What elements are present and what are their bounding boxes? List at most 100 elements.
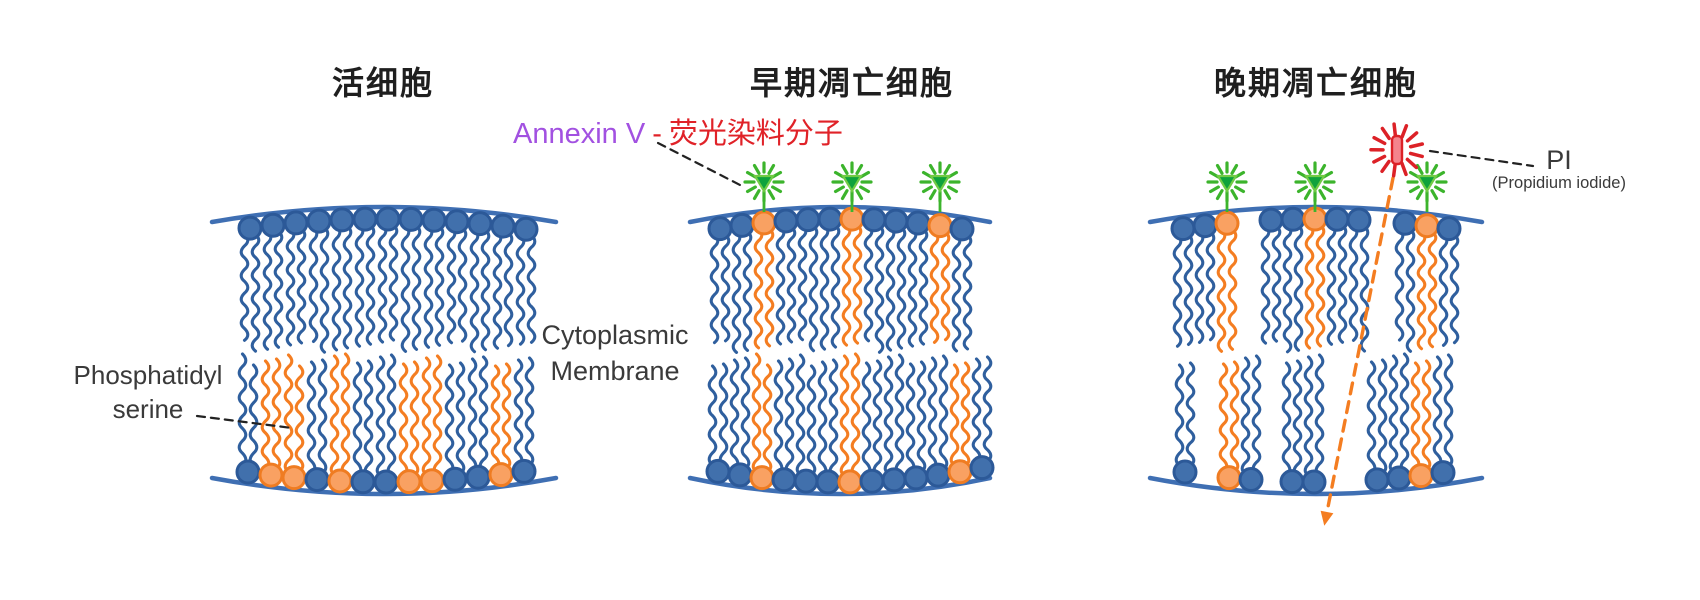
lipid-tail: [841, 223, 852, 347]
phospholipid-head: [1170, 216, 1196, 242]
lipid-tail: [1205, 230, 1216, 342]
phospholipid-head: [306, 208, 332, 234]
lipid-tail: [342, 224, 353, 350]
annexin-ray: [840, 189, 849, 201]
annexin-ray: [928, 163, 937, 175]
ps-line1: Phosphatidyl: [73, 360, 223, 390]
annexin-v-icon: [831, 161, 873, 212]
lipid-tail: [260, 359, 271, 471]
lipid-tail: [918, 227, 929, 346]
lipid-tail: [1427, 230, 1438, 349]
pi-ray: [1408, 142, 1425, 149]
lipid-tail: [786, 225, 797, 344]
lipid-tail: [1172, 233, 1183, 348]
phospholipid-head: [1238, 467, 1264, 493]
lipid-tail: [1315, 223, 1326, 348]
pi-ray: [1405, 131, 1419, 143]
lipid-tail: [894, 353, 905, 476]
annexin-v-icon: [1294, 161, 1336, 212]
lipid-tail: [237, 352, 248, 468]
lipid-tail: [819, 223, 830, 351]
phospholipid-head: [1346, 207, 1372, 233]
lipid-tail: [340, 352, 351, 477]
lipid-tail: [916, 360, 927, 474]
lipid-tail: [1359, 224, 1370, 353]
lipid-tail: [731, 229, 742, 354]
lipid-tail: [962, 233, 973, 351]
phospholipid-head: [883, 208, 909, 234]
lipid-tail: [526, 233, 537, 344]
lipid-tail: [250, 232, 261, 353]
lipid-tail: [949, 363, 960, 468]
annexin-triangle: [1304, 174, 1326, 194]
phospholipid-head: [1280, 206, 1306, 232]
pi-ray: [1400, 124, 1409, 139]
annexin-ray: [1322, 185, 1334, 194]
phospholipid-head: [1386, 465, 1412, 491]
lipid-tail: [1218, 362, 1229, 474]
lipid-tail: [1416, 230, 1427, 351]
lipid-tail: [271, 357, 282, 471]
phospholipid-head: [1279, 469, 1305, 495]
lipid-tail: [1421, 359, 1432, 472]
annexin-v-icon: [919, 161, 961, 212]
lipid-tail: [753, 227, 764, 350]
annexin-ray: [943, 163, 952, 175]
lipid-tail: [411, 223, 422, 351]
lipid-tail: [1292, 359, 1303, 478]
inner-membrane-line: [687, 475, 993, 497]
panel-title-live-cell: 活细胞: [331, 65, 435, 101]
phospholipid-head: [350, 469, 376, 495]
annexin-ray: [767, 189, 776, 201]
annexin-ray: [840, 163, 849, 175]
lipid-tail: [729, 358, 740, 471]
ps-pointer-line: [195, 414, 294, 430]
phosphatidylserine-head: [927, 213, 953, 239]
phosphatidylserine-head: [396, 469, 422, 495]
lipid-tail: [1282, 223, 1293, 354]
lipid-tail: [469, 228, 480, 354]
phospholipid-head: [707, 216, 733, 242]
lipid-tail: [707, 364, 718, 467]
annexin-ray: [1303, 163, 1312, 175]
lipid-tail: [1438, 233, 1449, 347]
phosphatidylserine-head: [281, 465, 307, 491]
phospholipid-head: [905, 210, 931, 236]
annexin-ray: [745, 185, 757, 194]
annexin-ray: [1303, 189, 1312, 201]
annexin-ray: [1296, 185, 1308, 194]
annexin-triangle: [1416, 174, 1438, 194]
lipid-tail: [742, 229, 753, 352]
lipid-tail: [398, 362, 409, 478]
lipid-tail: [423, 224, 434, 349]
lipid-tail: [1432, 355, 1443, 469]
lipid-tail: [1443, 353, 1454, 469]
lipid-tail: [1271, 224, 1282, 343]
annexin-v-label: Annexin V-荧光染料分子: [513, 110, 843, 152]
lipid-tail: [927, 356, 938, 472]
lipid-tail: [883, 355, 894, 476]
pi-ray: [1380, 126, 1391, 141]
pi-ray: [1400, 161, 1408, 177]
phospholipid-head: [444, 209, 470, 235]
lipid-tail: [501, 362, 512, 470]
lipid-tail: [1399, 352, 1410, 474]
annexin-ray: [833, 185, 845, 194]
phospholipid-head: [352, 206, 378, 232]
annexin-ray: [1215, 163, 1224, 175]
lipid-tail: [885, 225, 896, 352]
lipid-tail: [363, 359, 374, 478]
lipid-tail: [319, 225, 330, 354]
lipid-tail: [1410, 361, 1421, 471]
phospholipid-head: [421, 207, 447, 233]
phospholipid-head: [260, 212, 286, 238]
lipid-tail: [907, 227, 918, 348]
lipid-tail: [444, 363, 455, 475]
pi-entry-arrow: [1320, 176, 1395, 526]
lipid-tail: [861, 361, 872, 478]
pi-text: PI: [1546, 145, 1572, 175]
phospholipid-head: [903, 465, 929, 491]
annexin-ray: [1434, 185, 1446, 194]
